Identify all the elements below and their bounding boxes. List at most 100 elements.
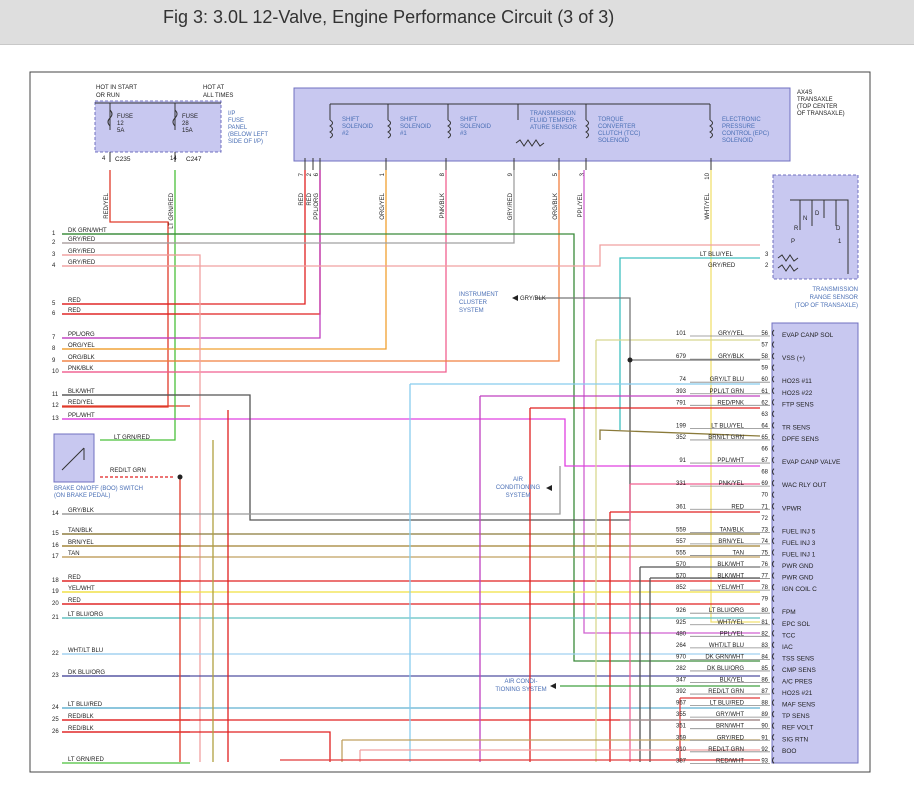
pcm-pin: 63 [761, 412, 768, 418]
left-wire-label: LT BLU/RED [68, 702, 103, 708]
vertical-wire-label: ORG/YEL [380, 192, 386, 219]
pcm-function-label: FTP SENS [782, 401, 814, 408]
switch-icon [61, 447, 85, 471]
pcm-pin-terminal [772, 664, 775, 672]
pcm-function-label: HO2S #22 [782, 390, 813, 397]
left-wire-label: LT BLU/ORG [68, 612, 103, 618]
arrow-icon [550, 683, 556, 689]
instrument-cluster-label: CLUSTER [459, 300, 488, 306]
circuit-number: 967 [676, 701, 687, 707]
pcm-pin-terminal [772, 549, 775, 556]
pcm-function-label: HO2S #21 [782, 690, 813, 697]
pcm-wire-label: LT BLU/YEL [711, 423, 744, 429]
pcm-function-label: WAC RLY OUT [782, 482, 826, 489]
circuit-number: 480 [676, 631, 687, 637]
pcm-pin-terminal [772, 525, 775, 533]
pcm-pin-terminal [772, 341, 775, 348]
left-wire-label: GRY/RED [68, 260, 96, 266]
pcm-pin-terminal [772, 629, 775, 637]
pcm-wire-label: PPL/LT GRN [710, 389, 744, 395]
circuit-number: 331 [676, 481, 687, 487]
left-wire-label: LT GRN/RED [68, 757, 104, 763]
left-wire-number: 21 [52, 615, 59, 621]
solenoid-label: SHIFT [400, 117, 418, 123]
left-wire-number: 19 [52, 589, 59, 595]
transaxle-pin: 5 [553, 172, 559, 176]
circuit-number: 679 [676, 354, 687, 360]
instrument-cluster-wire: GRY/BLK [520, 296, 546, 302]
pcm-wire-label: RED [731, 504, 744, 510]
connector-c247: C247 [186, 156, 202, 163]
left-wire-label: GRY/BLK [68, 508, 94, 514]
range-sensor-position: D [815, 211, 820, 217]
pcm-pin-terminal [772, 329, 775, 337]
pcm-pin: 90 [761, 724, 768, 730]
fuse-icon [172, 109, 178, 127]
solenoid-label: ATURE SENSOR [530, 125, 578, 131]
circuit-number: 557 [676, 539, 687, 545]
pcm-function-label: VSS (+) [782, 355, 805, 362]
range-sensor-label: (TOP OF TRANSAXLE) [795, 303, 858, 309]
solenoid-label: #3 [460, 131, 467, 137]
solenoid-label: PRESSURE [722, 124, 755, 130]
left-wire-label: RED [68, 598, 81, 604]
fuse-12-label: 5A [117, 128, 124, 134]
vertical-wire-label: RED/YEL [104, 192, 110, 218]
ac-system-label: AIR CONDI- [505, 679, 538, 685]
pcm-pin: 84 [761, 654, 768, 660]
left-wire-label: TAN [68, 551, 80, 557]
circuit-number: 361 [676, 504, 687, 510]
pcm-pin: 64 [761, 423, 768, 429]
pcm-wire-label: BRN/WHT [716, 724, 744, 730]
left-wire-number: 20 [52, 601, 59, 607]
pcm-pin-terminal [772, 491, 775, 499]
solenoid-label: #1 [400, 131, 407, 137]
circuit-number: 74 [679, 377, 686, 383]
left-wire-number: 26 [52, 729, 59, 735]
left-wire-number: 7 [52, 335, 56, 341]
pcm-wire-label: BRN/YEL [718, 539, 744, 545]
pcm-function-label: IAC [782, 644, 793, 651]
pcm-function-label: TSS SENS [782, 655, 815, 662]
left-wire-number: 22 [52, 651, 59, 657]
circuit-number: 352 [676, 435, 687, 441]
left-wire-label: YEL/WHT [68, 586, 95, 592]
pcm-function-label: REF VOLT [782, 725, 813, 732]
pcm-pin: 70 [761, 493, 768, 499]
pcm-pin: 62 [761, 400, 768, 406]
solenoid-label: ELECTRONIC [722, 117, 761, 123]
boo-wire-label: RED/LT GRN [110, 468, 146, 474]
solenoid-label: CONTROL (EPC) [722, 131, 769, 137]
transaxle-pin: 3 [580, 172, 586, 176]
pcm-pin: 71 [761, 504, 768, 510]
wire-route [62, 170, 321, 339]
pcm-pin: 77 [761, 574, 768, 580]
pcm-function-label: EPC SOL [782, 621, 811, 628]
fuse-panel-label: FUSE [228, 118, 244, 124]
solenoid-label: SOLENOID [400, 124, 432, 130]
left-wire-number: 17 [52, 554, 59, 560]
transaxle-pin: 1 [380, 172, 386, 176]
pcm-wire-label: RED/LT GRN [708, 689, 744, 695]
pcm-pin: 58 [761, 354, 768, 360]
pcm-pin-terminal [772, 479, 775, 487]
solenoid-label: SOLENOID [722, 138, 754, 144]
instrument-cluster-label: INSTRUMENT [459, 292, 499, 298]
left-wire-number: 11 [52, 392, 59, 398]
transaxle-pin: 8 [440, 172, 446, 176]
pcm-pin: 87 [761, 689, 768, 695]
pcm-pin-terminal [772, 502, 775, 510]
connector-pin: 4 [102, 156, 106, 162]
circuit-number: 101 [676, 331, 687, 337]
resistor-icon [777, 264, 799, 272]
left-wire-label: RED/BLK [68, 714, 94, 720]
vertical-wire-label: PNK/BLK [440, 193, 446, 218]
pcm-pin: 80 [761, 608, 768, 614]
solenoid-coil-icon [329, 119, 333, 139]
pcm-pin: 83 [761, 643, 768, 649]
resistor-icon [777, 254, 799, 262]
circuit-number: 351 [676, 724, 687, 730]
circuit-number: 970 [676, 654, 687, 660]
left-wire-number: 16 [52, 543, 59, 549]
pcm-pin: 89 [761, 712, 768, 718]
